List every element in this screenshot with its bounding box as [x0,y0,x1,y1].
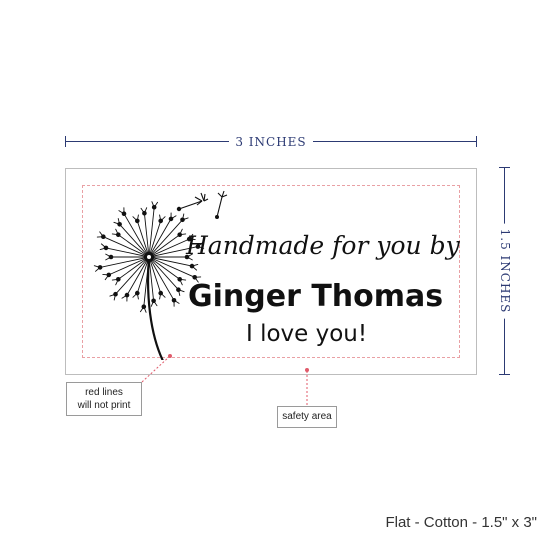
height-dimension: 1.5 INCHES [496,167,514,375]
height-dimension-label: 1.5 INCHES [498,223,512,319]
width-dimension-label: 3 INCHES [229,135,313,149]
width-dimension: 3 INCHES [65,133,477,151]
red-lines-callout: red lines will not print [66,382,142,416]
dimension-tick-right [476,136,477,147]
dimension-tick-bottom [499,374,510,375]
label-line-handmade: Handmade for you by [186,231,460,260]
dandelion-illustration [93,190,228,360]
red-lines-callout-line1: red lines [85,387,123,398]
label-line-message: I love you! [246,321,368,347]
label-line-name: Ginger Thomas [188,279,444,314]
red-lines-callout-line2: will not print [77,400,131,411]
safety-area-border [82,185,460,358]
product-spec-caption: Flat - Cotton - 1.5" x 3" [385,514,537,531]
label-preview: Handmade for you by Ginger Thomas I love… [65,168,477,375]
safety-area-callout: safety area [277,406,337,428]
